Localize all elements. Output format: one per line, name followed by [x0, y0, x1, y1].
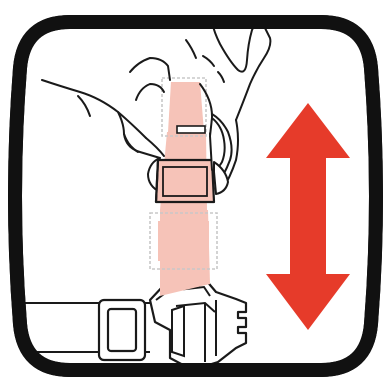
strap-slider-icon	[99, 300, 145, 360]
strap-bands	[177, 126, 205, 133]
strap-adjuster-icon	[156, 160, 214, 202]
